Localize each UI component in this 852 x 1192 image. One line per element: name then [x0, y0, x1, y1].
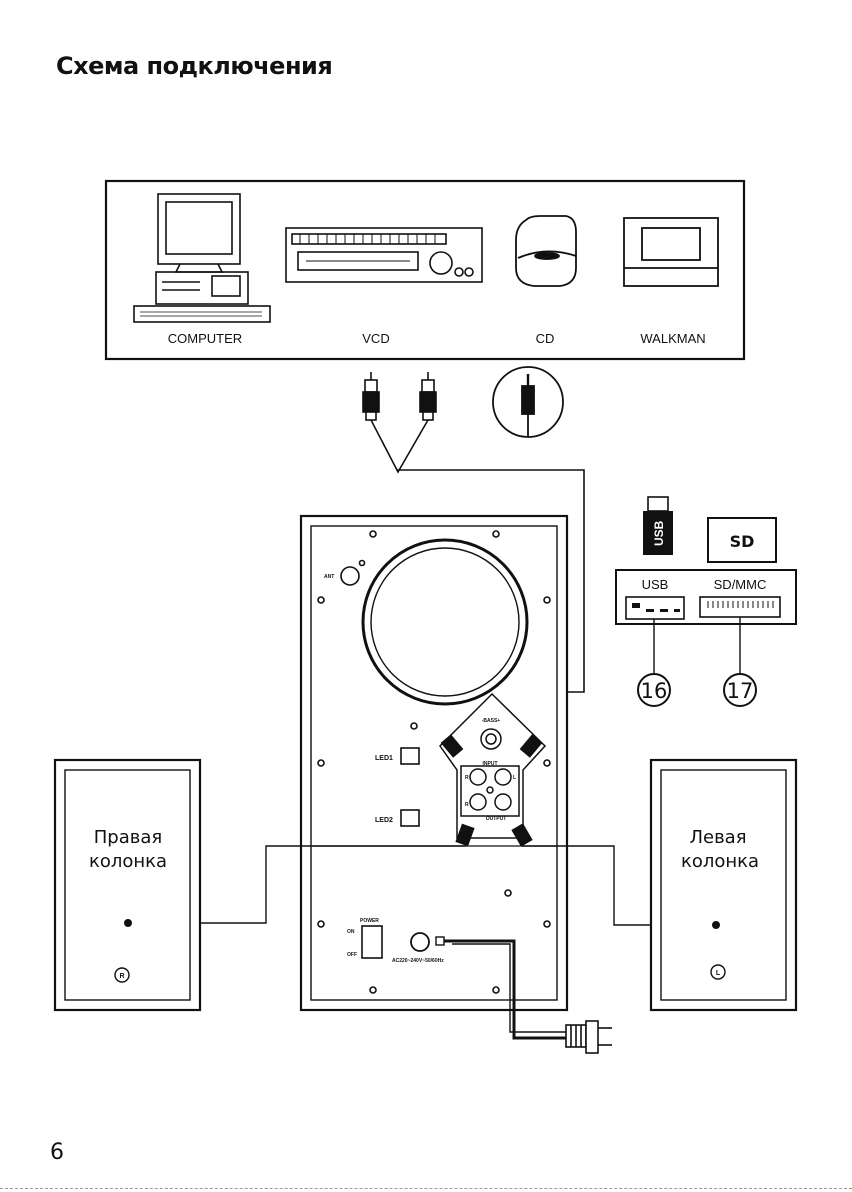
input-r-label: R — [465, 775, 469, 781]
output-label: OUTPUT — [486, 816, 507, 822]
output-r-label: R — [465, 802, 469, 808]
usb-port-label: USB — [642, 577, 669, 592]
led1-label: LED1 — [375, 755, 393, 762]
sd-card-label: SD — [730, 532, 755, 551]
ac-voltage-label: AC220~240V~50/60Hz — [392, 958, 444, 964]
input-l-label: L — [513, 775, 516, 781]
mini-jack-icon — [493, 367, 563, 437]
bass-label: -BASS+ — [482, 718, 501, 724]
cd-label: CD — [536, 331, 555, 346]
right-speaker — [55, 760, 200, 1010]
ant-label: ANT — [324, 574, 334, 580]
page-number: 6 — [50, 1140, 64, 1165]
rca-plug-icon — [363, 372, 436, 420]
left-speaker-label-line2: колонка — [681, 851, 759, 872]
callout-16: 16 — [641, 679, 668, 703]
power-off-label: OFF — [347, 952, 357, 958]
left-channel-mark: L — [716, 970, 721, 977]
sd-port-label: SD/MMC — [714, 577, 767, 592]
left-speaker-label-line1: Левая — [689, 827, 746, 848]
computer-label: COMPUTER — [168, 331, 242, 346]
right-channel-mark: R — [119, 973, 124, 980]
usb-stick-label: USB — [652, 520, 666, 546]
callout-17: 17 — [727, 679, 754, 703]
subwoofer-rear-panel: ANT LED1 LED2 -BASS+ INPUT OUTPUT R R L — [301, 516, 567, 1010]
power-label: POWER — [360, 918, 379, 924]
power-plug-icon — [566, 1021, 612, 1053]
walkman-label: WALKMAN — [640, 331, 705, 346]
input-label: INPUT — [483, 761, 498, 767]
footer-rule — [0, 1188, 852, 1189]
vcd-label: VCD — [362, 331, 389, 346]
right-speaker-label-line2: колонка — [89, 851, 167, 872]
led2-label: LED2 — [375, 817, 393, 824]
power-on-label: ON — [347, 929, 355, 935]
left-speaker — [651, 760, 796, 1010]
right-speaker-label-line1: Правая — [94, 827, 162, 848]
source-devices-panel: COMPUTER VCD — [106, 181, 744, 359]
